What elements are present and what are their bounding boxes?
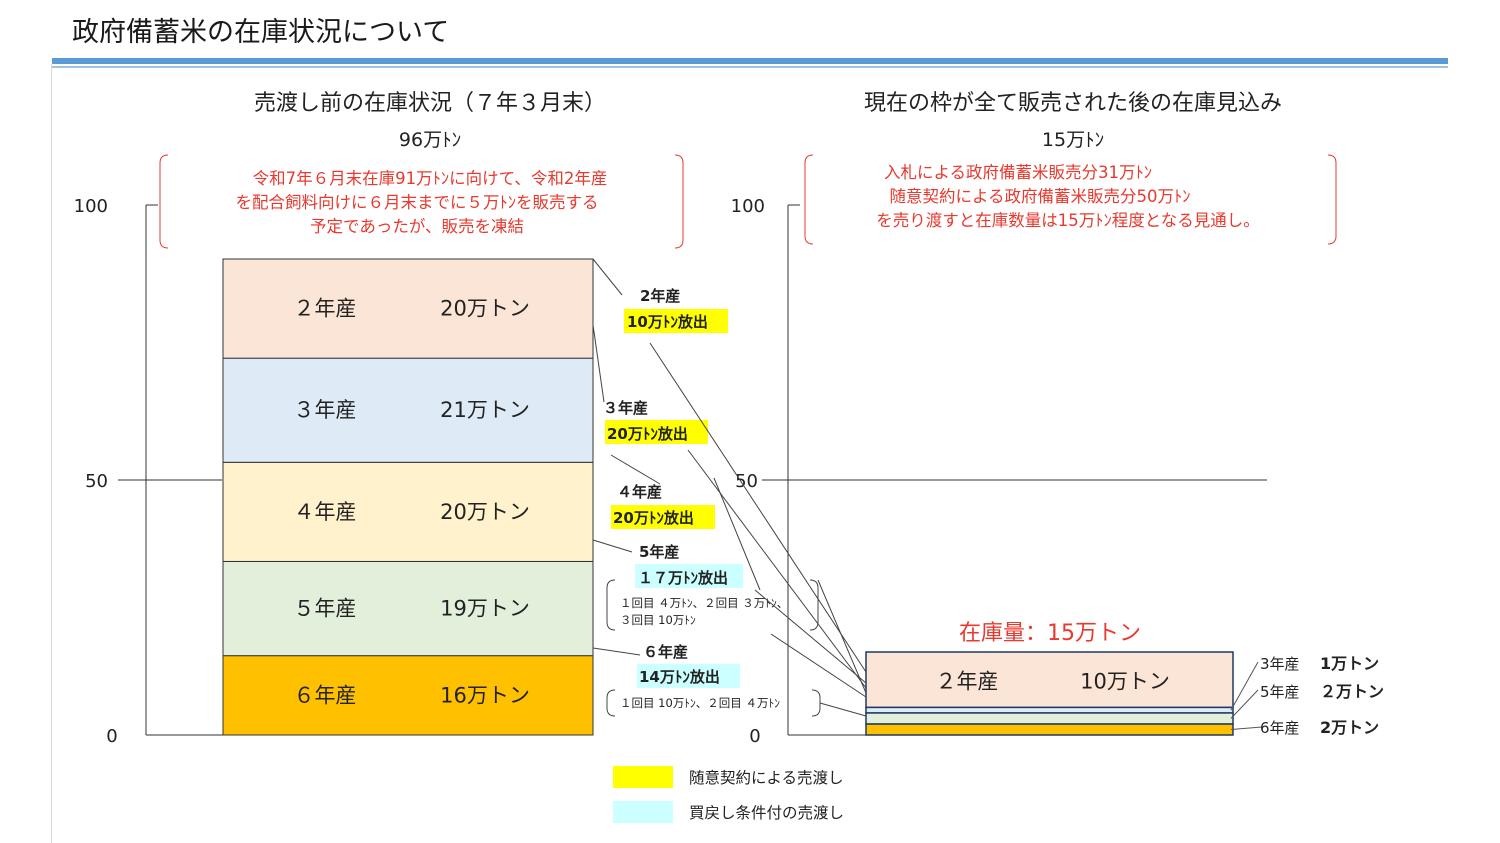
release-highlight-0 (624, 309, 728, 333)
connector-4y-c (754, 589, 867, 684)
release-amount-4: 14万ﾄﾝ放出 (639, 668, 720, 686)
release-detail-4-0: １回目 10万ﾄﾝ、２回目 ４万ﾄﾝ (620, 696, 780, 710)
left-bar-value-2: 20万トン (440, 500, 530, 524)
release-detail-bracket-3-close (809, 579, 819, 631)
right-note-bracket-open (804, 154, 814, 245)
right-side-label-2: 3年産 (1260, 655, 1300, 673)
release-detail-bracket-4-close (811, 689, 821, 717)
connector-6y-b (819, 702, 867, 717)
right-side-leader-0 (1230, 726, 1263, 730)
page-title: 政府備蓄米の在庫状況について (72, 17, 450, 48)
right-side-value-2: 1万トン (1320, 654, 1379, 673)
release-detail-3-1: ３回目 10万ﾄﾝ (620, 613, 696, 627)
connector-3y-a (592, 324, 605, 403)
connector-4y-a (610, 454, 661, 485)
right-chart-total: 15万ﾄﾝ (1042, 129, 1104, 151)
left-bar-label-3: ３年産 (294, 398, 357, 422)
left-bar-label-2: ４年産 (294, 500, 357, 524)
right-stock-total: 在庫量：15万トン (959, 621, 1141, 646)
left-ytick-label-0: 0 (106, 726, 117, 747)
legend-swatch-0 (613, 766, 673, 788)
right-ytick-label-0: 0 (749, 726, 760, 747)
left-bar-label-1: ５年産 (294, 597, 357, 621)
left-bar-value-3: 21万トン (440, 398, 530, 422)
left-bar-label-0: ６年産 (294, 683, 357, 707)
connector-2y-b (649, 342, 867, 673)
left-bar-segment-4 (222, 258, 594, 359)
right-note-line-2: を売り渡すと在庫数量は15万ﾄﾝ程度となる見通し。 (876, 211, 1260, 230)
release-highlight-2 (611, 505, 715, 529)
right-note-bracket-close (1327, 154, 1337, 245)
connector-5y-a (592, 539, 633, 553)
left-chart-title: 売渡し前の在庫状況（７年３月末） (254, 91, 606, 116)
connector-4y-b (713, 477, 761, 591)
right-note-line-1: 随意契約による政府備蓄米販売分50万ﾄﾝ (889, 187, 1190, 206)
left-note-line-2: 予定であったが、販売を凍結 (310, 217, 524, 236)
release-highlight-1 (605, 420, 708, 444)
left-ytick-label-100: 100 (74, 196, 108, 217)
release-highlight-3 (635, 564, 743, 588)
title-rule-light (52, 66, 1448, 68)
release-year-3: 5年産 (639, 543, 679, 561)
right-bar-segment-1 (865, 712, 1234, 725)
release-year-1: ３年産 (603, 399, 648, 417)
release-year-4: ６年産 (643, 643, 688, 661)
right-side-value-1: ２万トン (1320, 682, 1384, 701)
release-highlight-4 (637, 664, 740, 688)
connector-2y-a (592, 258, 623, 296)
right-side-label-1: 5年産 (1260, 683, 1300, 701)
left-bar-label-4: ２年産 (294, 297, 357, 321)
right-bar-value-3: 10万トン (1080, 670, 1170, 694)
legend-label-1: 買戻し条件付の売渡し (689, 804, 844, 822)
release-amount-2: 20万ﾄﾝ放出 (613, 509, 694, 527)
right-chart-title: 現在の枠が全て販売された後の在庫見込み (864, 91, 1282, 116)
right-ytick-label-100: 100 (731, 196, 765, 217)
right-note-line-0: 入札による政府備蓄米販売分31万ﾄﾝ (884, 163, 1152, 182)
right-bar-segment-3 (865, 651, 1234, 709)
release-amount-0: 10万ﾄﾝ放出 (627, 313, 708, 331)
left-bar-value-4: 20万トン (440, 297, 530, 321)
release-detail-bracket-3-open (606, 579, 616, 631)
right-side-leader-1 (1230, 689, 1259, 719)
connector-5y-b (817, 579, 867, 694)
connector-6y-a (592, 647, 641, 656)
right-bar-segment-2 (865, 706, 1234, 714)
left-bar-segment-3 (222, 357, 594, 463)
left-chart-total: 96万ﾄﾝ (399, 129, 461, 151)
left-note-bracket-open (159, 154, 169, 249)
left-bar-value-1: 19万トン (440, 597, 530, 621)
left-bar-segment-1 (222, 560, 594, 657)
left-note-bracket-close (674, 154, 684, 249)
left-ytick-label-50: 50 (85, 471, 108, 492)
right-bar-label-3: ２年産 (936, 670, 999, 694)
release-year-2: ４年産 (617, 483, 662, 501)
left-border (51, 64, 52, 843)
left-note-line-1: を配合飼料向けに６月末までに５万ﾄﾝを販売する (236, 193, 599, 212)
title-rule (52, 58, 1448, 64)
left-bar-segment-0 (222, 655, 594, 736)
release-year-0: 2年産 (640, 287, 680, 305)
release-detail-3-0: １回目 ４万ﾄﾝ、２回目 ３万ﾄﾝ、 (620, 596, 788, 610)
right-bar-segment-0 (865, 723, 1234, 736)
release-amount-1: 20万ﾄﾝ放出 (607, 425, 688, 443)
connector-3y-b (687, 449, 867, 689)
right-ytick-label-50: 50 (735, 471, 758, 492)
release-detail-bracket-4-open (606, 689, 616, 717)
left-bar-segment-2 (222, 461, 594, 562)
right-side-leader-2 (1230, 661, 1259, 711)
right-side-label-0: 6年産 (1260, 719, 1300, 737)
right-side-value-0: 2万トン (1320, 718, 1379, 737)
connector-5y-c (770, 633, 867, 698)
left-note-line-0: 令和7年６月末在庫91万ﾄﾝに向けて、令和2年産 (253, 169, 608, 188)
release-amount-3: １７万ﾄﾝ放出 (638, 569, 728, 587)
left-bar-value-0: 16万トン (440, 683, 530, 707)
legend-swatch-1 (613, 801, 673, 823)
legend-label-0: 随意契約による売渡し (689, 768, 844, 787)
